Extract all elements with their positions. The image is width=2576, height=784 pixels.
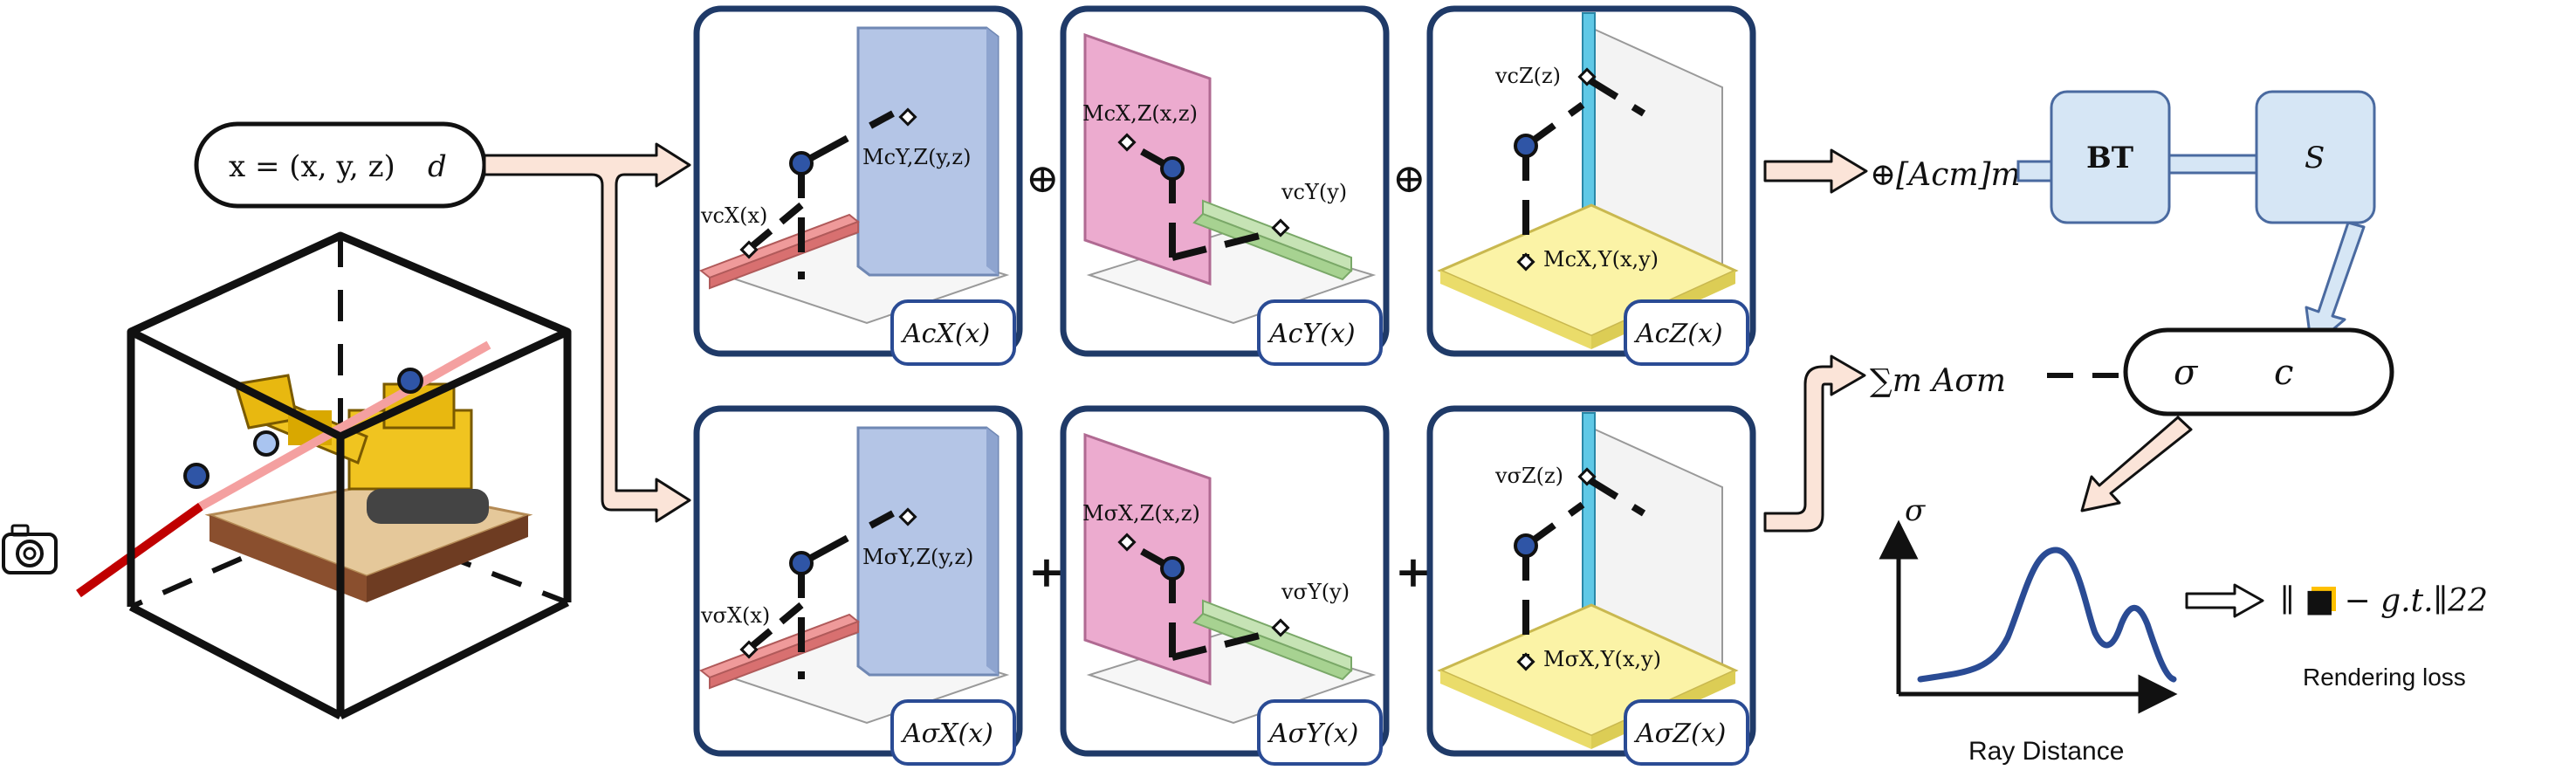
panel-density-y: MσX,Z(x,z) vσY(y) AσY(x): [1060, 405, 1390, 766]
plus-operator-2: +: [1395, 546, 1432, 597]
vector-label: vσZ(z): [1494, 464, 1563, 488]
color-aggregate-label: ⊕[Acm]m: [1870, 157, 2021, 193]
result-to-plot-arrow: [2080, 416, 2193, 512]
svg-text:AcX(x): AcX(x): [900, 319, 990, 349]
panel-density-x: MσY,Z(y,z) vσX(x) AσX(x): [693, 405, 1023, 766]
density-symbol: σ: [2174, 353, 2199, 393]
density-output-arrow: [1763, 354, 1866, 533]
color-symbol: c: [2274, 353, 2293, 393]
vector-label: vσY(y): [1281, 580, 1350, 604]
rendering-loss: ∥ ■ − g.t.∥22 Rendering loss: [2280, 583, 2488, 691]
loss-formula: ∥ ■ − g.t.∥22: [2280, 583, 2488, 619]
vector-label: vcY(y): [1281, 180, 1347, 204]
basis-matrix-label: BT: [2086, 141, 2133, 175]
oplus-operator-2: ⊕: [1392, 155, 1426, 202]
matrix-label: MσY,Z(y,z): [862, 545, 973, 569]
density-curve: [1917, 547, 2177, 683]
result-pill: σ c: [2123, 327, 2394, 416]
tag-box: AcY(x): [1257, 299, 1383, 366]
svg-text:AcY(x): AcY(x): [1267, 319, 1356, 349]
oplus-operator-1: ⊕: [1026, 155, 1060, 202]
density-aggregate-label: ∑m Aσm: [1870, 363, 2006, 399]
matrix-label: MσX,Z(x,z): [1082, 501, 1200, 526]
tag-box: AcX(x): [890, 299, 1016, 366]
density-plot: σ Ray Distance: [1879, 493, 2178, 766]
tag-box: AσX(x): [890, 699, 1016, 766]
vector-label: vcZ(z): [1494, 64, 1561, 88]
svg-text:AcZ(x): AcZ(x): [1633, 319, 1723, 349]
plot-xlabel: Ray Distance: [1968, 737, 2124, 766]
matrix-label: MσX,Y(x,y): [1543, 647, 1661, 671]
svg-text:AσZ(x): AσZ(x): [1633, 719, 1726, 749]
panel-color-x: McY,Z(y,z) vcX(x) AcX(x): [693, 5, 1023, 366]
color-output-arrow: [1763, 148, 1868, 194]
loss-caption: Rendering loss: [2303, 664, 2466, 691]
vector-label: vcX(x): [700, 203, 767, 228]
matrix-label: McX,Z(x,z): [1082, 101, 1198, 126]
vector-label: vσX(x): [700, 603, 770, 628]
plus-operator-1: +: [1028, 546, 1065, 597]
plot-to-loss-arrow: [2185, 583, 2264, 618]
svg-text:AσY(x): AσY(x): [1267, 719, 1358, 749]
panel-color-z: vcZ(z) McX,Y(x,y) AcZ(x): [1426, 5, 1756, 366]
matrix-label: McX,Y(x,y): [1543, 247, 1659, 272]
panel-density-z: vσZ(z) MσX,Y(x,y) AσZ(x): [1426, 405, 1756, 766]
input-direction: d: [428, 149, 447, 184]
tag-box: AσY(x): [1257, 699, 1383, 766]
svg-text:AσX(x): AσX(x): [900, 719, 993, 749]
decoder-chain: BT S: [2016, 90, 2376, 224]
plot-ylabel: σ: [1905, 493, 1926, 528]
predicted-color-swatch: [2312, 587, 2336, 611]
scene-cube: [76, 231, 572, 720]
tag-box: AcZ(x): [1624, 299, 1749, 366]
panel-color-y: McX,Z(x,z) vcY(y) AcY(x): [1060, 5, 1390, 366]
shading-function-label: S: [2305, 141, 2325, 175]
input-pill: x = (x, y, z) d: [194, 121, 487, 209]
matrix-label: McY,Z(y,z): [862, 145, 971, 169]
camera-icon: [2, 524, 58, 574]
input-expression: x = (x, y, z): [229, 149, 395, 184]
input-arrows: [483, 142, 691, 523]
tag-box: AσZ(x): [1624, 699, 1749, 766]
